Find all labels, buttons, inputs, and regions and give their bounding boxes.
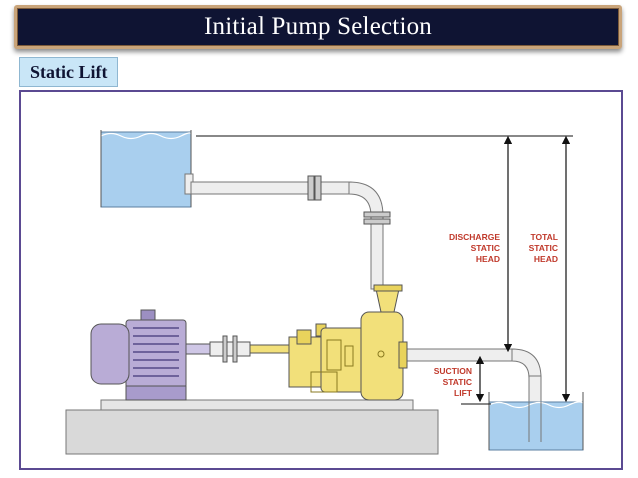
- svg-text:STATIC: STATIC: [443, 377, 472, 387]
- svg-text:DISCHARGE: DISCHARGE: [449, 232, 500, 242]
- svg-text:SUCTION: SUCTION: [434, 366, 472, 376]
- discharge-pipe: [184, 173, 391, 290]
- pump-diagram: DISCHARGE STATIC HEAD TOTAL STATIC HEAD …: [65, 130, 584, 455]
- total-static-head-label: TOTAL STATIC HEAD: [529, 232, 558, 264]
- svg-text:TOTAL: TOTAL: [530, 232, 558, 242]
- svg-text:HEAD: HEAD: [476, 254, 500, 264]
- svg-text:HEAD: HEAD: [534, 254, 558, 264]
- svg-text:STATIC: STATIC: [471, 243, 500, 253]
- discharge-static-head-label: DISCHARGE STATIC HEAD: [449, 232, 500, 264]
- section-tab: Static Lift: [19, 57, 119, 87]
- motor: [90, 309, 211, 401]
- coupling: [209, 335, 291, 363]
- suction-static-lift-label: SUCTION STATIC LIFT: [434, 366, 473, 398]
- diagram-frame: DISCHARGE STATIC HEAD TOTAL STATIC HEAD …: [19, 90, 623, 470]
- svg-text:LIFT: LIFT: [454, 388, 473, 398]
- svg-text:STATIC: STATIC: [529, 243, 558, 253]
- lower-tank: [488, 392, 584, 451]
- upper-tank: [100, 130, 192, 208]
- dimension-arrows: [461, 135, 571, 405]
- slide-title: Initial Pump Selection: [204, 13, 432, 40]
- slide-title-bar: Initial Pump Selection: [14, 5, 622, 49]
- base-platform: [65, 399, 439, 455]
- pump: [288, 284, 408, 401]
- section-label: Static Lift: [30, 61, 108, 82]
